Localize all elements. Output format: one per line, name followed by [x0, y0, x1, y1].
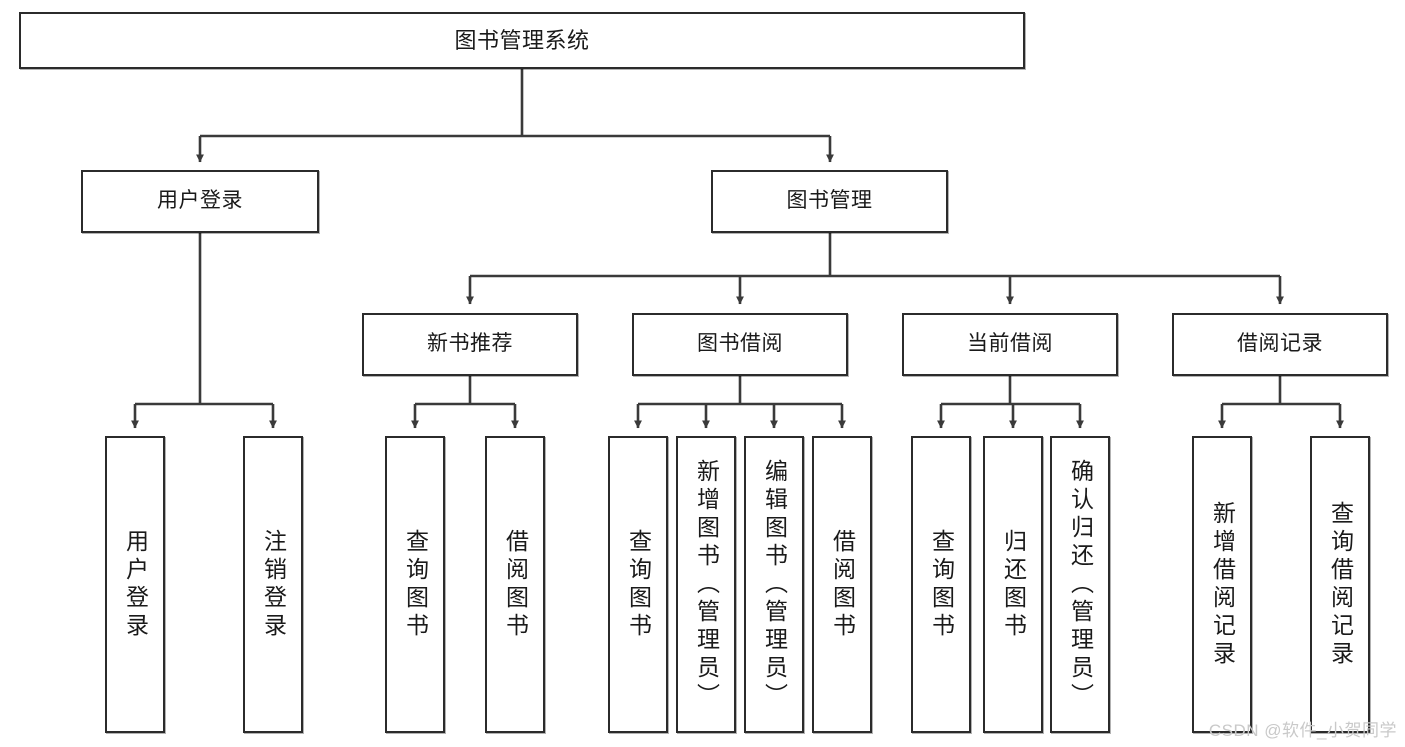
leaf-logout-label: 注销登录 [260, 528, 287, 641]
leaf-return-book[interactable]: 归还图书 [983, 436, 1043, 733]
node-root-label: 图书管理系统 [454, 27, 590, 53]
leaf-borrow-book-2[interactable]: 借阅图书 [812, 436, 872, 733]
leaf-return-book-label: 归还图书 [1000, 528, 1027, 641]
leaf-query-book-1[interactable]: 查询图书 [385, 436, 445, 733]
leaf-edit-book[interactable]: 编辑图书（管理员） [744, 436, 804, 733]
node-borrow-record[interactable]: 借阅记录 [1172, 313, 1388, 376]
leaf-add-record[interactable]: 新增借阅记录 [1192, 436, 1252, 733]
leaf-query-book-3-label: 查询图书 [928, 528, 955, 641]
leaf-add-book[interactable]: 新增图书（管理员） [676, 436, 736, 733]
leaf-user-login[interactable]: 用户登录 [105, 436, 165, 733]
node-borrow-record-label: 借阅记录 [1237, 332, 1323, 356]
leaf-confirm-return-label: 确认归还（管理员） [1067, 458, 1094, 711]
leaf-add-book-label: 新增图书（管理员） [693, 458, 720, 711]
leaf-query-record-label: 查询借阅记录 [1327, 500, 1354, 669]
leaf-query-book-2-label: 查询图书 [625, 528, 652, 641]
node-user-login[interactable]: 用户登录 [81, 170, 319, 233]
node-new-book-rec[interactable]: 新书推荐 [362, 313, 578, 376]
leaf-borrow-book-1-label: 借阅图书 [502, 528, 529, 641]
leaf-borrow-book-1[interactable]: 借阅图书 [485, 436, 545, 733]
leaf-confirm-return[interactable]: 确认归还（管理员） [1050, 436, 1110, 733]
node-book-borrow[interactable]: 图书借阅 [632, 313, 848, 376]
leaf-user-login-label: 用户登录 [122, 528, 149, 641]
leaf-query-book-2[interactable]: 查询图书 [608, 436, 668, 733]
node-book-manage[interactable]: 图书管理 [711, 170, 948, 233]
node-book-manage-label: 图书管理 [786, 189, 873, 213]
node-root[interactable]: 图书管理系统 [19, 12, 1025, 69]
leaf-edit-book-label: 编辑图书（管理员） [761, 458, 788, 711]
leaf-query-book-3[interactable]: 查询图书 [911, 436, 971, 733]
leaf-query-book-1-label: 查询图书 [402, 528, 429, 641]
leaf-add-record-label: 新增借阅记录 [1209, 500, 1236, 669]
node-current-borrow-label: 当前借阅 [967, 332, 1053, 356]
leaf-borrow-book-2-label: 借阅图书 [829, 528, 856, 641]
leaf-query-record[interactable]: 查询借阅记录 [1310, 436, 1370, 733]
node-new-book-rec-label: 新书推荐 [427, 332, 513, 356]
leaf-logout[interactable]: 注销登录 [243, 436, 303, 733]
node-current-borrow[interactable]: 当前借阅 [902, 313, 1118, 376]
node-user-login-label: 用户登录 [157, 189, 243, 213]
node-book-borrow-label: 图书借阅 [697, 332, 783, 356]
